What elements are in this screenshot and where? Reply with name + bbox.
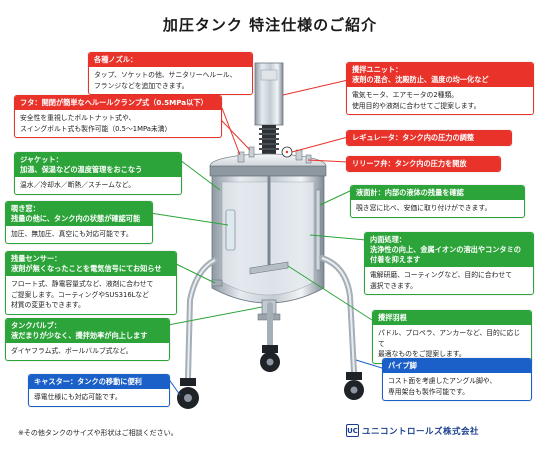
callout-sensor-line-2: ご提案します。コーティングやSUS316Lなど — [11, 290, 150, 299]
callout-jacket-line-1: 温水／冷却水／断熱／スチームなど。 — [20, 181, 136, 189]
callout-sensor-head: 残量センサー： — [11, 254, 62, 263]
callout-caster-head: キャスター：タンクの移動に便利 — [29, 375, 169, 389]
callout-blade-head: 攪拌羽根 — [373, 311, 531, 325]
callout-valve: タンクバルブ： 液だまりが少なく、攪拌効率が向上します ダイヤフラム式、ボールバ… — [5, 318, 170, 361]
callout-mixer-line-1: 電気モータ、エアモータの2種類。 — [352, 91, 459, 99]
callout-jacket-sub: 加温、保温などの温度管理をおこなう — [20, 165, 143, 174]
callout-valve-sub: 液だまりが少なく、攪拌効率が向上します — [11, 331, 148, 340]
callout-lid-head: フタ：開閉が簡単なヘルールクランプ式（0.5MPa以下） — [15, 96, 221, 110]
callout-inner-head: 内面処理： — [370, 235, 406, 244]
callout-pipe-line-2: 専用架台も製作可能です。 — [388, 387, 469, 396]
leader-lines-green — [149, 159, 373, 326]
callout-pipe-line-1: コスト面を考慮したアングル脚や、 — [388, 377, 497, 385]
callout-valve-head: タンクバルブ： — [11, 321, 61, 330]
sight-window — [225, 209, 236, 251]
company-logo: UC ユニコントロールズ株式会社 — [346, 424, 479, 437]
footnote: ※その他タンクのサイズや形状はご相談ください。 — [18, 429, 178, 437]
agitator-blade — [249, 261, 289, 275]
motor-unit — [254, 62, 284, 126]
motor-label — [260, 69, 278, 81]
callout-mixer: 攪拌ユニット： 液剤の混合、沈殿防止、温度の均一化など 電気モータ、エアモータの… — [346, 62, 534, 115]
callout-inner-sub2: 付着を抑えます — [370, 255, 421, 264]
callout-regulator: レギュレータ：タンク内の圧力の調整 — [346, 130, 512, 146]
callout-window-sub: 残量の他に、タンク内の状態が確認可能 — [11, 214, 141, 223]
callout-mixer-head: 攪拌ユニット： — [352, 65, 403, 74]
lid-nozzles — [237, 146, 312, 164]
callout-valve-line-1: ダイヤフラム式、ボールバルブ式など。 — [11, 347, 133, 355]
callout-sensor: 残量センサー： 液剤が無くなったことを電気信号にてお知らせ フロート式、静電容量… — [5, 251, 177, 315]
leader-lines-red — [194, 79, 349, 163]
clamp-ring — [209, 165, 327, 177]
callout-blade: 攪拌羽根 パドル、プロペラ、アンカーなど、目的に応じて 最適なものをご提案します… — [372, 310, 532, 364]
callout-window: 覗き窓： 残量の他に、タンク内の状態が確認可能 加圧、無加圧、真空にも対応可能で… — [5, 201, 153, 244]
callout-gauge: 液面計：内部の液体の残量を確認 覗き窓に比べ、安価に取り付けができます。 — [350, 185, 525, 218]
callout-pipe: パイプ脚 コスト面を考慮したアングル脚や、 専用架台も製作可能です。 — [382, 358, 532, 401]
callout-mixer-sub: 液剤の混合、沈殿防止、温度の均一化など — [352, 75, 489, 84]
callout-blade-line-1: パドル、プロペラ、アンカーなど、目的に応じて — [378, 329, 521, 348]
callout-jacket-head: ジャケット： — [20, 155, 63, 164]
level-gauge — [315, 189, 321, 271]
callout-sensor-sub: 液剤が無くなったことを電気信号にてお知らせ — [11, 264, 162, 273]
callout-regulator-head: レギュレータ：タンク内の圧力の調整 — [347, 131, 511, 145]
callout-gauge-head: 液面計：内部の液体の残量を確認 — [351, 186, 524, 200]
pipe-legs-highlight — [187, 257, 355, 379]
callout-inner: 内面処理： 洗浄性の向上、金属イオンの溶出やコンタミの 付着を抑えます 電解研磨… — [364, 232, 534, 295]
casters — [177, 345, 364, 409]
company-name: ユニコントロールズ株式会社 — [362, 426, 480, 437]
callout-lid-line-1: 安全性を重視したボルトナット式や、 — [20, 114, 136, 122]
callout-window-line-1: 加圧、無加圧、真空にも対応可能です。 — [11, 230, 133, 238]
callout-inner-line-2: 選択できます。 — [370, 281, 417, 290]
level-sensor — [211, 279, 223, 287]
company-logo-mark: UC — [346, 424, 359, 437]
callout-inner-line-1: 電解研磨、コーティングなど、目的に合わせて — [370, 271, 512, 279]
callout-lid-line-2: スイングボルト式も製作可能（0.5～1MPa未満） — [20, 124, 172, 133]
callout-window-head: 覗き窓： — [11, 204, 40, 213]
callout-nozzle-head: 各種ノズル： — [89, 53, 252, 67]
callout-nozzle: 各種ノズル： タップ、ソケットの他、サニタリーヘルール、 フランジなどを追加でき… — [88, 52, 253, 95]
callout-caster: キャスター：タンクの移動に便利 導電仕様にも対応可能です。 — [28, 374, 170, 407]
callout-relief-head: リリーフ弁：タンク内の圧力を開放 — [347, 157, 500, 171]
callout-nozzle-line-1: タップ、ソケットの他、サニタリーヘルール、 — [94, 71, 237, 79]
callout-relief: リリーフ弁：タンク内の圧力を開放 — [346, 156, 501, 172]
callout-nozzle-line-2: フランジなどを追加できます。 — [94, 81, 189, 90]
callout-jacket: ジャケット： 加温、保温などの温度管理をおこなう 温水／冷却水／断熱／スチームな… — [14, 152, 182, 195]
callout-sensor-line-1: フロート式、静電容量式など、液剤に合わせて — [11, 280, 154, 288]
callout-sensor-line-3: 材質の変更もできます。 — [11, 301, 85, 309]
coupling-fins — [259, 128, 279, 150]
callout-blade-line-2: 最適なものをご提案します。 — [378, 350, 466, 358]
leader-lines-blue — [167, 359, 383, 396]
callout-lid: フタ：開閉が簡単なヘルールクランプ式（0.5MPa以下） 安全性を重視したボルト… — [14, 95, 222, 138]
callout-caster-line-1: 導電仕様にも対応可能です。 — [34, 393, 122, 401]
page-title: 加圧タンク 特注仕様のご紹介 — [162, 16, 378, 34]
callout-gauge-line-1: 覗き窓に比べ、安価に取り付けができます。 — [356, 204, 492, 212]
callout-mixer-line-2: 使用目的や液剤に合わせてご提案します。 — [352, 101, 481, 110]
callout-inner-sub: 洗浄性の向上、金属イオンの溶出やコンタミの — [370, 245, 521, 254]
callout-pipe-head: パイプ脚 — [383, 359, 531, 373]
